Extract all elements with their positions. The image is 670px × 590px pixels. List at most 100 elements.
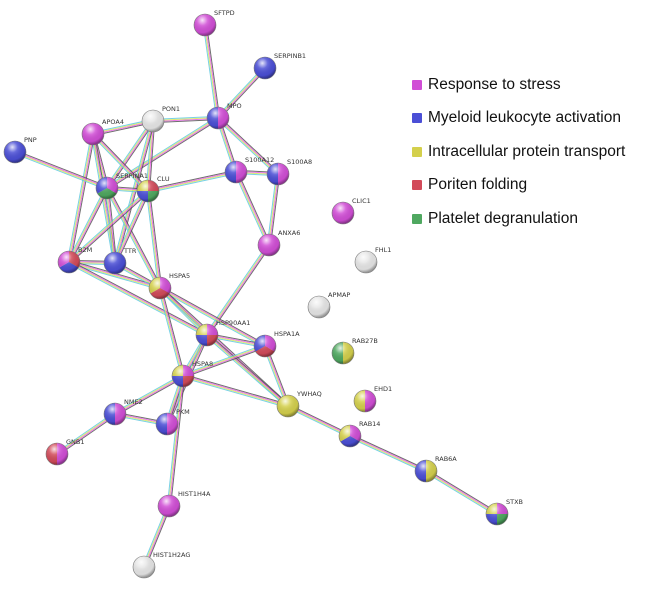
node-label: RAB14	[359, 420, 380, 428]
edge-strand	[106, 117, 218, 188]
edge-strand	[146, 191, 160, 289]
edge-strand	[68, 187, 107, 262]
edge-strand	[14, 153, 107, 191]
edge-strand	[148, 121, 155, 192]
edge-strand	[234, 172, 268, 246]
node-label: PKM	[176, 408, 190, 416]
legend-item-response-to-stress: Response to stress	[412, 68, 625, 102]
node-label: SERPINA1	[116, 172, 148, 180]
edge-strand	[105, 188, 159, 290]
edge-strand	[67, 189, 148, 262]
node-nme2[interactable]: NME2	[103, 398, 143, 426]
edge-strand	[147, 170, 236, 191]
edge-strand	[350, 434, 427, 470]
edge-strand	[183, 374, 289, 406]
node-anxa6[interactable]: ANXA6	[257, 229, 300, 257]
node-label: ANXA6	[278, 229, 300, 237]
edge-strand	[183, 373, 289, 405]
edge-apoa4-b2m	[66, 133, 96, 263]
node-ehd1[interactable]: EHD1	[353, 385, 392, 413]
node-serpina1[interactable]: SERPINA1	[95, 172, 148, 200]
node-label: FHL1	[375, 246, 391, 254]
edge-strand	[15, 151, 108, 188]
node-gloss	[57, 250, 81, 274]
legend: Response to stress Myeloid leukocyte act…	[412, 68, 625, 236]
edge-serpina1-hspa5	[105, 186, 162, 290]
node-apoa4[interactable]: APOA4	[81, 118, 124, 146]
node-hspa1a[interactable]: HSPA1A	[253, 330, 300, 358]
edge-rab6a-stxb	[424, 469, 499, 516]
edge-strand	[218, 117, 279, 174]
node-b2m[interactable]: B2M	[57, 246, 92, 274]
node-label: PNP	[24, 136, 37, 144]
node-label: SFTPD	[214, 9, 235, 17]
node-mpo[interactable]: MPO	[206, 102, 242, 130]
edge-ywhaq-rab14	[287, 404, 351, 438]
edge-strand	[207, 334, 289, 406]
node-clu[interactable]: CLU	[136, 175, 170, 203]
edge-clu-b2m	[67, 189, 150, 264]
edge-strand	[202, 25, 217, 119]
node-pnp[interactable]: PNP	[3, 136, 37, 164]
edge-strand	[148, 173, 237, 194]
edge-strand	[15, 149, 108, 187]
node-label: RAB27B	[352, 337, 378, 345]
legend-swatch	[412, 146, 422, 157]
node-label: NME2	[124, 398, 143, 406]
node-gloss	[95, 176, 119, 200]
node-gloss	[331, 201, 355, 225]
node-rab14[interactable]: RAB14	[338, 420, 380, 448]
node-sftpd[interactable]: SFTPD	[193, 9, 235, 37]
edge-strand	[66, 133, 92, 262]
edge-serpinb1-mpo	[216, 66, 267, 120]
node-rab27b[interactable]: RAB27B	[331, 337, 378, 365]
edge-strand	[69, 188, 108, 263]
node-hist1h2ag[interactable]: HIST1H2AG	[132, 551, 190, 579]
edge-strand	[107, 118, 220, 190]
node-gloss	[132, 555, 156, 579]
edge-nme2-gnb1	[55, 412, 117, 456]
edge-strand	[116, 191, 150, 264]
node-gloss	[266, 162, 290, 186]
node-s100a8[interactable]: S100A8	[266, 158, 312, 186]
edge-strand	[160, 287, 266, 346]
node-pon1[interactable]: PON1	[141, 105, 180, 133]
edge-strand	[269, 174, 280, 246]
node-clic1[interactable]: CLIC1	[331, 197, 371, 225]
edge-strand	[115, 376, 184, 415]
node-pkm[interactable]: PKM	[155, 408, 190, 436]
edge-strand	[216, 118, 278, 176]
edge-strand	[67, 263, 207, 337]
node-label: MPO	[227, 102, 242, 110]
legend-label: Intracellular protein transport	[428, 142, 626, 160]
edge-strand	[113, 374, 183, 413]
node-ttr[interactable]: TTR	[103, 247, 137, 275]
node-label: HSP90AA1	[216, 319, 250, 327]
edge-strand	[237, 171, 271, 245]
edge-apoa4-clu	[91, 132, 150, 193]
edge-strand	[104, 188, 114, 264]
node-gnb1[interactable]: GNB1	[45, 438, 85, 466]
node-ywhaq[interactable]: YWHAQ	[276, 390, 322, 418]
node-rab6a[interactable]: RAB6A	[414, 455, 457, 483]
node-hspa8[interactable]: HSPA8	[171, 360, 213, 388]
node-hist1h4a[interactable]: HIST1H4A	[157, 490, 211, 518]
node-gloss	[338, 424, 362, 448]
edge-strand	[114, 375, 183, 414]
edge-strand	[207, 333, 290, 406]
node-hsp90aa1[interactable]: HSP90AA1	[195, 319, 250, 347]
edge-strand	[108, 186, 162, 288]
node-s100a12[interactable]: S100A12	[224, 156, 274, 184]
node-stxb[interactable]: STXB	[485, 498, 523, 526]
edge-strand	[69, 260, 209, 334]
node-serpinb1[interactable]: SERPINB1	[253, 52, 306, 80]
edge-mpo-serpina1	[105, 116, 220, 190]
edge-strand	[93, 133, 149, 191]
node-label: RAB6A	[435, 455, 457, 463]
node-apmap[interactable]: APMAP	[307, 291, 350, 319]
edge-strand	[115, 191, 149, 264]
node-fhl1[interactable]: FHL1	[354, 246, 391, 274]
node-hspa5[interactable]: HSPA5	[148, 272, 190, 300]
node-label: EHD1	[374, 385, 392, 393]
